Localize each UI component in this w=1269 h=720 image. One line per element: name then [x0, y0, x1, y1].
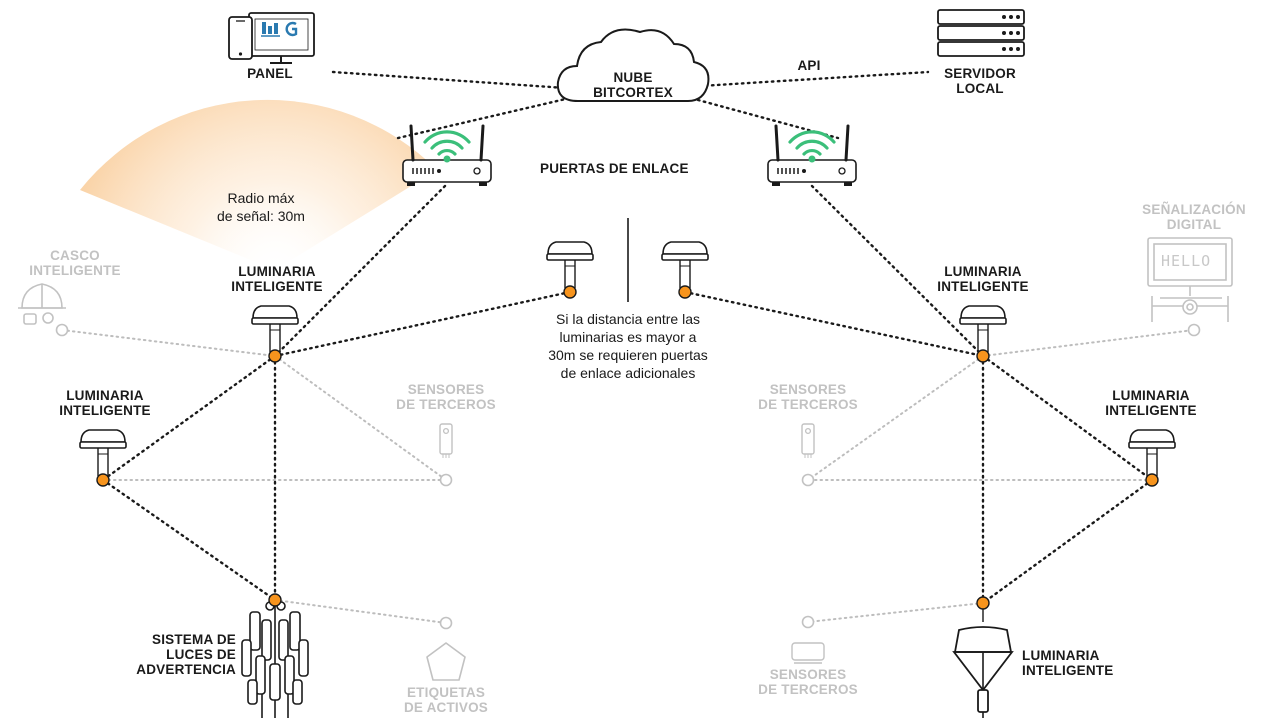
distance-note: Si la distancia entre las luminarias es …	[548, 311, 708, 381]
router-icon	[766, 124, 858, 188]
asset-tag-icon	[426, 642, 466, 681]
faded-node	[439, 616, 453, 630]
api-label: API	[797, 58, 821, 73]
mesh-node	[678, 285, 692, 299]
mesh-node	[268, 593, 282, 607]
hanging-luminaire-icon	[952, 603, 1014, 718]
asset-tags-label: ETIQUETAS DE ACTIVOS	[403, 685, 488, 715]
mesh-node	[268, 349, 282, 363]
panel-devices-icon	[228, 12, 315, 64]
cloud-icon	[556, 28, 710, 102]
helmet-icon	[18, 283, 66, 325]
smart-luminaire-icon	[251, 305, 299, 353]
signal-radius-note: Radio máx de señal: 30m	[217, 190, 305, 224]
faded-node	[801, 615, 815, 629]
faded-connections	[61, 329, 1195, 624]
gateways-label: PUERTAS DE ENLACE	[540, 161, 689, 176]
faded-node	[55, 323, 69, 337]
luminaire-label: LUMINARIA INTELIGENTE	[231, 264, 323, 294]
mesh-node	[1145, 473, 1159, 487]
warning-lights-label: SISTEMA DE LUCES DE ADVERTENCIA	[136, 632, 236, 677]
smart-luminaire-icon	[959, 305, 1007, 353]
sensors-label: SENSORES DE TERCEROS	[758, 667, 858, 697]
smart-luminaire-icon	[661, 241, 709, 289]
digital-signage-label: SEÑALIZACIÓN DIGITAL	[1142, 202, 1246, 232]
sensor-icon	[801, 423, 815, 459]
sensor-icon	[439, 423, 453, 459]
cloud-label: NUBE BITCORTEX	[593, 70, 673, 100]
luminaire-label: LUMINARIA INTELIGENTE	[59, 388, 151, 418]
faded-node	[801, 473, 815, 487]
smart-luminaire-icon	[1128, 429, 1176, 477]
helmet-label: CASCO INTELIGENTE	[29, 248, 121, 278]
faded-node	[439, 473, 453, 487]
sensors-label: SENSORES DE TERCEROS	[396, 382, 496, 412]
luminaire-label: LUMINARIA INTELIGENTE	[1022, 648, 1114, 678]
smart-luminaire-icon	[546, 241, 594, 289]
mesh-node	[563, 285, 577, 299]
luminaire-label: LUMINARIA INTELIGENTE	[1105, 388, 1197, 418]
faded-nodes	[55, 323, 1201, 630]
luminaire-label: LUMINARIA INTELIGENTE	[937, 264, 1029, 294]
mesh-connections	[101, 70, 1154, 605]
faded-node	[1187, 323, 1201, 337]
mesh-node	[96, 473, 110, 487]
mesh-node	[976, 596, 990, 610]
signal-range-area	[80, 99, 437, 270]
mesh-node	[976, 349, 990, 363]
sign-screen-text: HELLO	[1161, 252, 1212, 270]
mesh-nodes	[96, 285, 1159, 610]
warning-light-tower-icon	[241, 600, 309, 718]
panel-label: PANEL	[247, 66, 293, 81]
server-rack-icon	[937, 9, 1025, 57]
sensor-icon	[791, 642, 825, 664]
server-label: SERVIDOR LOCAL	[944, 66, 1016, 96]
digital-sign-icon	[1147, 237, 1233, 322]
sensors-label: SENSORES DE TERCEROS	[758, 382, 858, 412]
